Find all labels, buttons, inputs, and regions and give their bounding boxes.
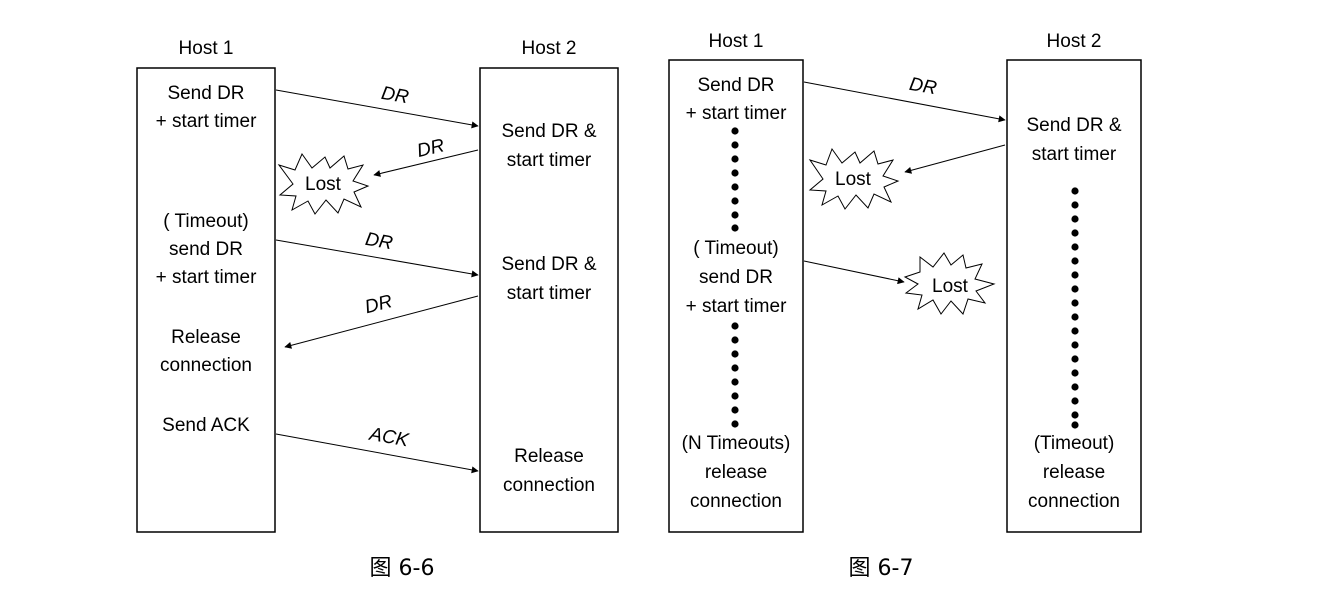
timeline-dot	[731, 392, 739, 400]
fig66-lost-burst	[277, 152, 370, 215]
timeline-dot	[731, 406, 739, 414]
fig67-caption: 图 6-7	[849, 556, 914, 581]
timeline-dot	[1071, 397, 1079, 405]
fig66-arrow-dr-3	[275, 239, 479, 278]
fig67-h1-send-dr: Send DR	[697, 75, 774, 96]
fig67-h1-connection: connection	[690, 491, 782, 512]
fig66-h2-connection: connection	[503, 475, 595, 496]
timeline-dot	[731, 141, 739, 149]
fig67-label-dr-1: DR	[908, 74, 939, 99]
fig67-h2-send-dr: Send DR &	[1026, 115, 1121, 136]
fig67-lost-label-1: Lost	[835, 169, 872, 190]
timeline-dot	[1071, 201, 1079, 209]
fig67-h1-release: release	[705, 462, 767, 483]
fig67-host2-box	[1006, 59, 1142, 533]
fig67-h2-timeout: (Timeout)	[1034, 433, 1115, 454]
fig66-h2-release: Release	[514, 446, 584, 467]
fig67-arrow-lost-2	[803, 260, 905, 285]
fig66-lost-label: Lost	[305, 174, 342, 195]
timeline-dot	[731, 183, 739, 191]
fig66-arrow-dr-2	[373, 149, 479, 177]
fig66-host1-title: Host 1	[179, 38, 234, 59]
fig67-h1-timeout: ( Timeout)	[693, 238, 779, 259]
timeline-dot	[1071, 313, 1079, 321]
fig66-h1-connection: connection	[160, 355, 252, 376]
timeline-dot	[1071, 229, 1079, 237]
fig67-h1-start-timer-2: + start timer	[686, 296, 787, 317]
fig67-host2-title: Host 2	[1047, 31, 1102, 52]
figure-6-6: Host 1 Host 2 Send DR + start timer ( Ti…	[136, 38, 619, 581]
fig66-h1-send-dr-2: send DR	[169, 239, 243, 260]
fig66-arrow-ack	[275, 433, 479, 474]
timeline-dot	[1071, 215, 1079, 223]
fig67-h1-start-timer: + start timer	[686, 103, 787, 124]
fig66-h1-send-dr: Send DR	[167, 83, 244, 104]
timeline-dot	[1071, 243, 1079, 251]
fig66-caption: 图 6-6	[370, 556, 435, 581]
timeline-dot	[1071, 421, 1079, 429]
fig67-lost-burst-2	[903, 252, 996, 315]
fig66-arrow-dr-1	[275, 89, 479, 129]
fig66-host2-box	[479, 67, 619, 533]
fig66-h2-start-timer-a: start timer	[507, 150, 592, 171]
fig66-h2-send-dr-a: Send DR &	[501, 121, 596, 142]
fig67-h1-send-dr-2: send DR	[699, 267, 773, 288]
fig66-h1-start-timer-2: + start timer	[156, 267, 257, 288]
timeline-dot	[731, 197, 739, 205]
fig66-label-dr-4: DR	[363, 291, 395, 318]
fig66-host2-title: Host 2	[522, 38, 577, 59]
fig67-lost-label-2: Lost	[932, 276, 969, 297]
timeline-dot	[731, 155, 739, 163]
fig66-h2-start-timer-b: start timer	[507, 283, 592, 304]
timeline-dot	[1071, 257, 1079, 265]
fig66-label-ack: ACK	[367, 424, 411, 452]
timeline-dot	[731, 364, 739, 372]
fig67-lost-burst-1	[808, 147, 900, 210]
timeline-dot	[1071, 355, 1079, 363]
fig67-host1-box	[668, 59, 804, 533]
timeline-dot	[731, 350, 739, 358]
timeline-dot	[1071, 327, 1079, 335]
fig66-h1-send-ack: Send ACK	[162, 415, 250, 436]
fig66-arrow-dr-4	[284, 295, 479, 349]
timeline-dot	[731, 336, 739, 344]
timeline-dot	[1071, 187, 1079, 195]
timeline-dot	[731, 420, 739, 428]
fig67-h1-dots-upper	[731, 127, 739, 232]
fig66-label-dr-3: DR	[364, 229, 395, 254]
timeline-dot	[731, 127, 739, 135]
timeline-dot	[1071, 285, 1079, 293]
figure-6-7: Host 1 Host 2 Send DR + start timer ( Ti…	[668, 31, 1142, 581]
timeline-dot	[731, 322, 739, 330]
timeline-dot	[1071, 383, 1079, 391]
fig66-h1-release: Release	[171, 327, 241, 348]
fig67-h1-dots-lower	[731, 322, 739, 428]
fig66-h1-timeout: ( Timeout)	[163, 211, 249, 232]
timeline-dot	[1071, 341, 1079, 349]
fig67-h2-release: release	[1043, 462, 1105, 483]
fig67-h2-dots	[1071, 187, 1079, 429]
fig67-arrow-dr-1	[803, 81, 1006, 123]
fig66-h2-send-dr-b: Send DR &	[501, 254, 596, 275]
timeline-dot	[1071, 299, 1079, 307]
timeline-dot	[1071, 411, 1079, 419]
fig67-h1-n-timeouts: (N Timeouts)	[682, 433, 791, 454]
fig67-h2-connection: connection	[1028, 491, 1120, 512]
timeline-dot	[1071, 271, 1079, 279]
timeline-dot	[731, 224, 739, 232]
fig66-h1-start-timer: + start timer	[156, 111, 257, 132]
fig67-arrow-dr-2	[904, 144, 1006, 174]
fig66-host1-box	[136, 67, 276, 533]
fig67-h2-start-timer: start timer	[1032, 144, 1117, 165]
fig66-label-dr-2: DR	[415, 135, 447, 162]
timeline-dot	[731, 378, 739, 386]
timeline-dot	[731, 169, 739, 177]
fig66-label-dr-1: DR	[380, 83, 411, 108]
timeline-dot	[1071, 369, 1079, 377]
timeline-dot	[731, 211, 739, 219]
fig67-host1-title: Host 1	[709, 31, 764, 52]
